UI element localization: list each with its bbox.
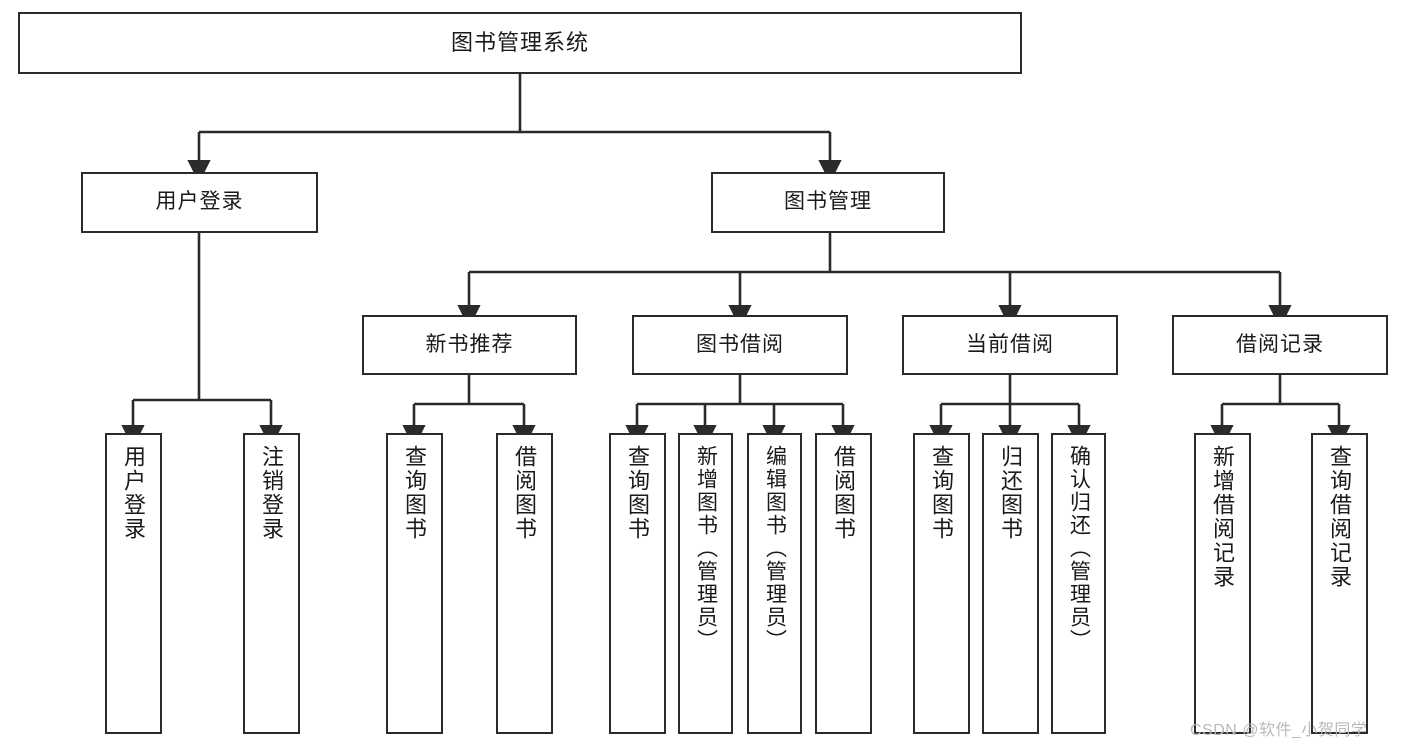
node-label: 借阅记录 bbox=[1236, 332, 1324, 356]
leaf-edit-book-admin[interactable]: 编辑图书（管理员） bbox=[747, 433, 802, 734]
node-label: 归还图书 bbox=[998, 445, 1024, 541]
node-label: 查询借阅记录 bbox=[1327, 445, 1353, 589]
node-root-system[interactable]: 图书管理系统 bbox=[18, 12, 1022, 74]
leaf-add-book-admin[interactable]: 新增图书（管理员） bbox=[678, 433, 733, 734]
node-label: 用户登录 bbox=[155, 190, 244, 214]
leaf-return-book[interactable]: 归还图书 bbox=[982, 433, 1039, 734]
node-label: 注销登录 bbox=[259, 445, 285, 541]
node-label: 新书推荐 bbox=[425, 332, 514, 356]
node-new-book-recommend[interactable]: 新书推荐 bbox=[362, 315, 577, 375]
leaf-add-borrow-record[interactable]: 新增借阅记录 bbox=[1194, 433, 1251, 734]
leaf-user-logout[interactable]: 注销登录 bbox=[243, 433, 300, 734]
node-current-borrow[interactable]: 当前借阅 bbox=[902, 315, 1118, 375]
leaf-query-book[interactable]: 查询图书 bbox=[609, 433, 666, 734]
node-label: 编辑图书（管理员） bbox=[763, 445, 787, 652]
node-label: 查询图书 bbox=[929, 445, 955, 541]
leaf-user-login[interactable]: 用户登录 bbox=[105, 433, 162, 734]
node-book-management[interactable]: 图书管理 bbox=[711, 172, 945, 233]
leaf-borrow-book-recommend[interactable]: 借阅图书 bbox=[496, 433, 553, 734]
node-label: 确认归还（管理员） bbox=[1067, 445, 1091, 652]
leaf-query-book-current[interactable]: 查询图书 bbox=[913, 433, 970, 734]
leaf-confirm-return-admin[interactable]: 确认归还（管理员） bbox=[1051, 433, 1106, 734]
leaf-borrow-book[interactable]: 借阅图书 bbox=[815, 433, 872, 734]
node-book-borrow[interactable]: 图书借阅 bbox=[632, 315, 848, 375]
leaf-query-book-recommend[interactable]: 查询图书 bbox=[386, 433, 443, 734]
node-label: 图书管理 bbox=[784, 190, 872, 214]
node-label: 借阅图书 bbox=[512, 445, 538, 541]
node-label: 新增图书（管理员） bbox=[694, 445, 718, 652]
node-label: 借阅图书 bbox=[831, 445, 857, 541]
node-label: 图书管理系统 bbox=[450, 30, 589, 56]
node-borrow-record[interactable]: 借阅记录 bbox=[1172, 315, 1388, 375]
node-label: 图书借阅 bbox=[696, 332, 784, 356]
node-label: 当前借阅 bbox=[966, 332, 1054, 356]
node-label: 查询图书 bbox=[402, 445, 428, 541]
leaf-query-borrow-record[interactable]: 查询借阅记录 bbox=[1311, 433, 1368, 734]
node-label: 新增借阅记录 bbox=[1210, 445, 1236, 589]
node-user-login[interactable]: 用户登录 bbox=[81, 172, 318, 233]
node-label: 用户登录 bbox=[121, 445, 147, 541]
node-label: 查询图书 bbox=[625, 445, 651, 541]
